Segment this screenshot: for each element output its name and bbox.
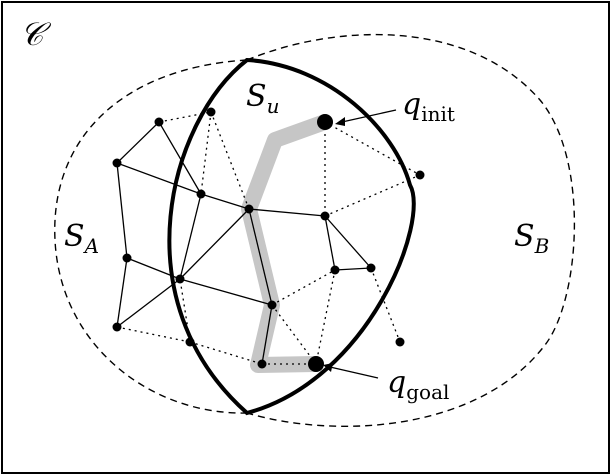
- region-a-base: S: [64, 219, 85, 254]
- node: [395, 337, 405, 347]
- node: [330, 265, 340, 275]
- node: [175, 274, 185, 284]
- q-init-arrow: [341, 109, 397, 123]
- region-u-base: S: [246, 79, 267, 114]
- node: [112, 322, 122, 332]
- roadmap-edges: [116, 121, 372, 365]
- region-u-boundary: [167, 57, 416, 416]
- roadmap-nodes: [112, 107, 425, 369]
- q-goal-sub: goal: [406, 380, 450, 404]
- node: [244, 204, 254, 214]
- q-init-arrowhead: [335, 117, 345, 126]
- region-u-label: Su: [246, 79, 280, 118]
- node: [267, 300, 277, 310]
- node: [257, 359, 267, 369]
- node: [206, 107, 216, 117]
- node: [122, 253, 132, 263]
- q-init-node: [317, 114, 333, 130]
- q-goal-arrow: [329, 366, 379, 379]
- region-b-label: SB: [514, 219, 550, 258]
- node: [196, 189, 206, 199]
- region-a-label: SA: [64, 219, 100, 258]
- node: [112, 158, 122, 168]
- node: [415, 170, 425, 180]
- node: [320, 211, 330, 221]
- q-init-sub: init: [421, 102, 455, 126]
- q-goal-label: qgoal: [387, 365, 450, 404]
- q-init-label: qinit: [402, 87, 455, 126]
- space-label: 𝒞: [20, 15, 44, 53]
- highlighted-path: [241, 114, 333, 373]
- q-goal-node: [308, 356, 324, 372]
- node: [185, 337, 195, 347]
- q-goal-arrowhead: [323, 363, 333, 372]
- region-b-base: S: [514, 219, 535, 254]
- region-b-boundary: [246, 33, 576, 428]
- node: [366, 263, 376, 273]
- node: [154, 117, 164, 127]
- region-a-sub: A: [84, 234, 100, 258]
- q-goal-base: q: [387, 365, 407, 400]
- region-u-sub: u: [266, 94, 280, 118]
- q-init-base: q: [402, 87, 422, 122]
- region-b-sub: B: [534, 234, 550, 258]
